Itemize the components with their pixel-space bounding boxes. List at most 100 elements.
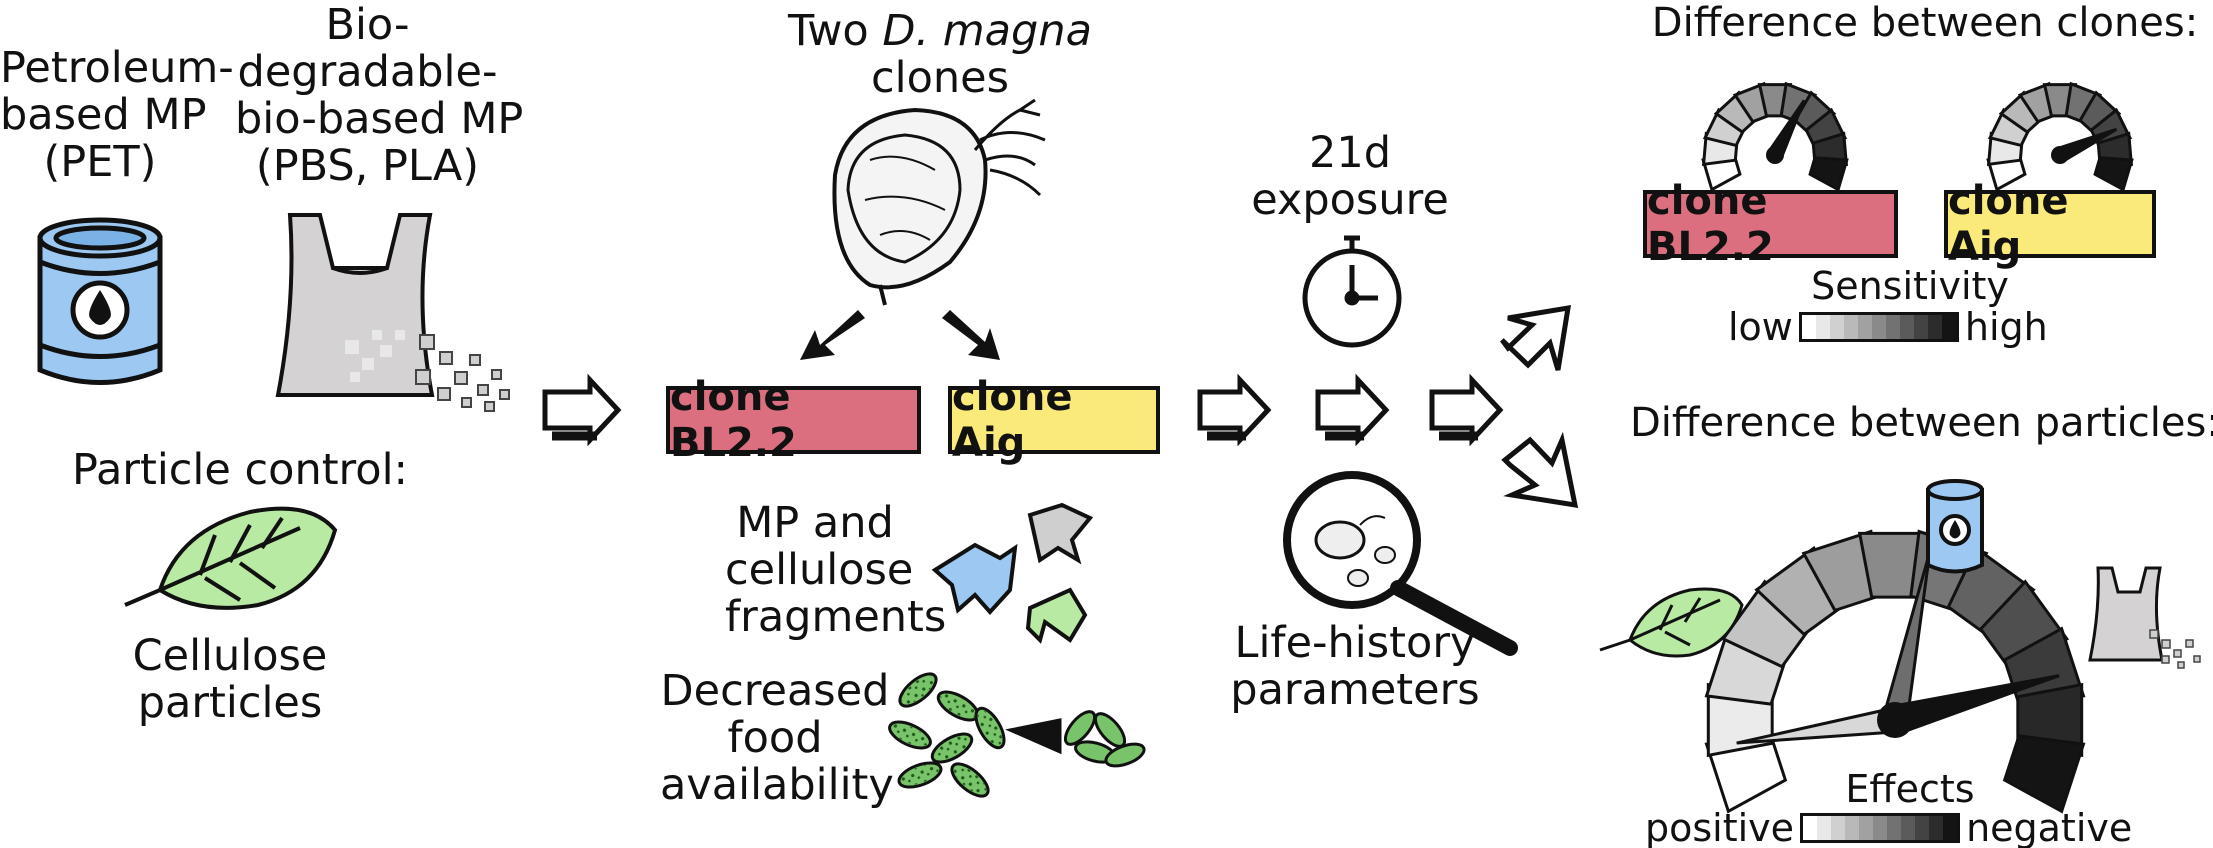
cellulose-label: Cellulose particles <box>110 633 350 727</box>
effects-title: Effects <box>1845 767 1975 811</box>
legend-cell <box>1941 315 1956 339</box>
biobased-label-line: (PBS, PLA) <box>255 141 480 191</box>
arrow-icon <box>542 373 622 447</box>
exposure-label: 21d exposure <box>1245 130 1455 224</box>
gauge-segment <box>2093 156 2134 192</box>
stopwatch-icon <box>1302 235 1402 348</box>
clones-title: Two D. magna clones <box>765 8 1115 102</box>
gauge-hub <box>1877 702 1913 738</box>
gauge-icon <box>1701 81 1849 192</box>
gauge-segment <box>1801 529 1881 613</box>
algae-icon <box>888 672 1146 798</box>
petroleum-label-line: Petroleum- <box>0 43 234 93</box>
plastic-bag-icon <box>275 213 510 412</box>
arrow-icon <box>1429 373 1504 447</box>
daphnia-icon <box>832 98 1046 306</box>
gauge-hub <box>2051 146 2069 164</box>
clones-title-prefix: Two <box>788 6 869 56</box>
leaf-icon <box>124 506 338 610</box>
legend-cell <box>1803 816 1818 840</box>
oil-can-icon <box>1926 479 1984 574</box>
legend-cell <box>1831 816 1846 840</box>
gauge-segment <box>1808 156 1849 192</box>
legend-cell <box>1943 816 1958 840</box>
fragment-icon <box>931 502 1094 644</box>
particles-diff-title: Difference between particles: <box>1630 400 2213 446</box>
fragments-label-line: MP and <box>736 498 894 548</box>
legend-cell <box>1859 816 1874 840</box>
petroleum-label: Petroleum- based MP (PET) <box>0 43 234 187</box>
sensitivity-high-label: high <box>1964 305 2048 349</box>
petroleum-label-line: (PET) <box>43 137 157 187</box>
legend-cell <box>1801 315 1816 339</box>
exposure-label-line: 21d <box>1308 128 1391 178</box>
legend-cell <box>1887 816 1902 840</box>
sensitivity-scale: low high <box>1728 305 2048 349</box>
species-name: D. magna <box>882 6 1092 56</box>
clone-bl22-result-box: clone BL2.2 <box>1643 178 1898 270</box>
magnifier-icon <box>1283 471 1518 656</box>
fragments-label-line: cellulose <box>725 545 914 595</box>
arrow-icon <box>1315 373 1390 447</box>
sensitivity-title: Sensitivity <box>1811 264 2009 308</box>
biobased-label: Bio- degradable- bio-based MP (PBS, PLA) <box>235 0 524 191</box>
arrow-icon <box>1500 304 1572 371</box>
exposure-label-line: exposure <box>1251 175 1449 225</box>
biobased-label-line: bio-based MP <box>235 94 524 144</box>
legend-cell <box>1885 315 1900 339</box>
oil-can-icon <box>37 217 163 385</box>
legend-cell <box>1927 315 1942 339</box>
gauge-icon <box>1704 529 2086 814</box>
effects-scale: positive negative <box>1645 806 2132 848</box>
arrow-icon <box>1501 431 1579 509</box>
legend-cell <box>1899 315 1914 339</box>
clone-aig-result-box: clone Aig <box>1944 178 2156 270</box>
food-label-line: Decreased <box>660 666 890 716</box>
legend-cell <box>1817 816 1832 840</box>
food-label: Decreased food availability <box>660 666 894 810</box>
life-history-label-line: Life-history <box>1234 618 1476 668</box>
gauge-hub <box>1766 146 1784 164</box>
legend-cell <box>1915 816 1930 840</box>
petroleum-label-line: based MP <box>0 90 207 140</box>
life-history-label-line: parameters <box>1230 665 1480 715</box>
effects-legend-bar <box>1800 813 1961 843</box>
legend-cell <box>1873 816 1888 840</box>
cellulose-label-line: particles <box>137 678 323 728</box>
legend-cell <box>1843 315 1858 339</box>
food-label-line: availability <box>660 760 894 810</box>
sensitivity-low-label: low <box>1728 305 1793 349</box>
biobased-label-line: Bio- <box>325 0 410 50</box>
fragments-label: MP and cellulose fragments <box>725 498 947 642</box>
legend-cell <box>1829 315 1844 339</box>
life-history-label: Life-history parameters <box>1225 620 1485 714</box>
cellulose-label-line: Cellulose <box>132 631 328 681</box>
gauge-segment <box>1720 579 1812 669</box>
gauge-segment <box>2002 734 2086 814</box>
fragments-label-line: fragments <box>725 592 947 642</box>
gauge-icon <box>1986 81 2134 192</box>
legend-cell <box>1871 315 1886 339</box>
clone-bl22-box: clone BL2.2 <box>666 374 921 466</box>
biobased-label-line: degradable- <box>237 47 498 97</box>
legend-cell <box>1815 315 1830 339</box>
arrow-icon <box>800 310 1000 360</box>
clones-diff-title: Difference between clones: <box>1651 0 2199 46</box>
particle-control-label: Particle control: <box>71 445 409 495</box>
legend-cell <box>1845 816 1860 840</box>
food-label-line: food <box>727 713 823 763</box>
arrow-icon <box>1197 373 1272 447</box>
effects-positive-label: positive <box>1645 806 1795 848</box>
leaf-icon <box>1599 587 1744 658</box>
gauge-segment <box>1704 734 1788 814</box>
clone-aig-box: clone Aig <box>948 374 1160 466</box>
legend-cell <box>1857 315 1872 339</box>
legend-cell <box>1901 816 1916 840</box>
legend-cell <box>1929 816 1944 840</box>
sensitivity-legend-bar <box>1798 312 1959 342</box>
plastic-bag-icon <box>2088 566 2201 669</box>
clones-title-suffix: clones <box>870 53 1009 103</box>
legend-cell <box>1913 315 1928 339</box>
